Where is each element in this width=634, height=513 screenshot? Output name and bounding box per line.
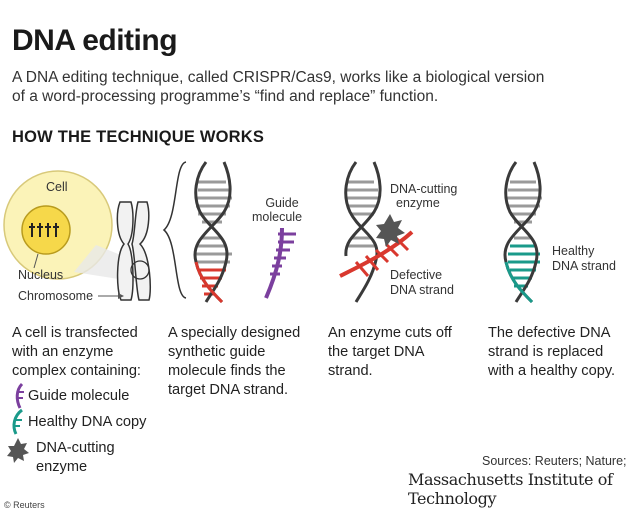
- nucleus-label: Nucleus: [18, 268, 64, 282]
- guide-molecule-illustration: [264, 227, 296, 299]
- subtitle-line-2: of a word-processing programme’s “find a…: [12, 88, 439, 105]
- chromosome-illustration: [98, 201, 152, 301]
- guide-molecule-label-2: molecule: [252, 210, 303, 224]
- cell-illustration: [3, 170, 113, 280]
- enzyme-label-2: enzyme: [396, 196, 440, 210]
- cell-label: Cell: [46, 180, 68, 194]
- enzyme-label-1: DNA-cutting: [390, 182, 458, 196]
- legend-healthy-label: Healthy DNA copy: [28, 414, 147, 430]
- guide-molecule-label: Guide: [265, 196, 299, 210]
- page-title: DNA editing: [12, 24, 178, 57]
- subtitle: A DNA editing technique, called CRISPR/C…: [12, 68, 622, 106]
- section-title: HOW THE TECHNIQUE WORKS: [12, 128, 265, 146]
- sources-text: Sources: Reuters; Nature;: [482, 454, 627, 468]
- brace: [162, 161, 187, 299]
- dna-helix-step3: [339, 161, 414, 303]
- legend-guide-label: Guide molecule: [28, 388, 130, 404]
- step-2-description: A specially designed synthetic guide mol…: [168, 325, 301, 398]
- legend-enzyme-label-2: enzyme: [36, 459, 88, 475]
- step-3-description: An enzyme cuts off the target DNA strand…: [328, 325, 452, 379]
- defective-label-1: Defective: [390, 268, 443, 282]
- nucleus-shape: [21, 205, 71, 255]
- step-4-description: The defective DNA strand is replaced wit…: [488, 325, 616, 379]
- healthy-label-1: Healthy: [552, 244, 595, 258]
- dna-cutting-enzyme-icon: [376, 214, 405, 247]
- chromosome-label: Chromosome: [18, 289, 94, 303]
- dna-helix-step4: [503, 161, 542, 304]
- defective-label-2: DNA strand: [390, 283, 454, 297]
- nucleus-chromosomes: [29, 223, 59, 237]
- legend-enzyme-label-1: DNA-cutting: [36, 440, 115, 456]
- nucleus-pointer: [33, 253, 39, 269]
- legend-healthy-icon: [12, 408, 23, 435]
- legend-guide-icon: [15, 382, 24, 409]
- mit-credit: Massachusetts Institute of Technology: [408, 470, 613, 508]
- step-1-description: A cell is transfected with an enzyme com…: [12, 325, 141, 379]
- reuters-credit: © Reuters: [4, 500, 45, 510]
- healthy-label-2: DNA strand: [552, 259, 616, 273]
- chromosome-highlight: [130, 260, 150, 280]
- legend-enzyme-icon: [7, 438, 29, 463]
- dna-helix-step2: [193, 161, 232, 304]
- subtitle-line-1: A DNA editing technique, called CRISPR/C…: [12, 69, 545, 86]
